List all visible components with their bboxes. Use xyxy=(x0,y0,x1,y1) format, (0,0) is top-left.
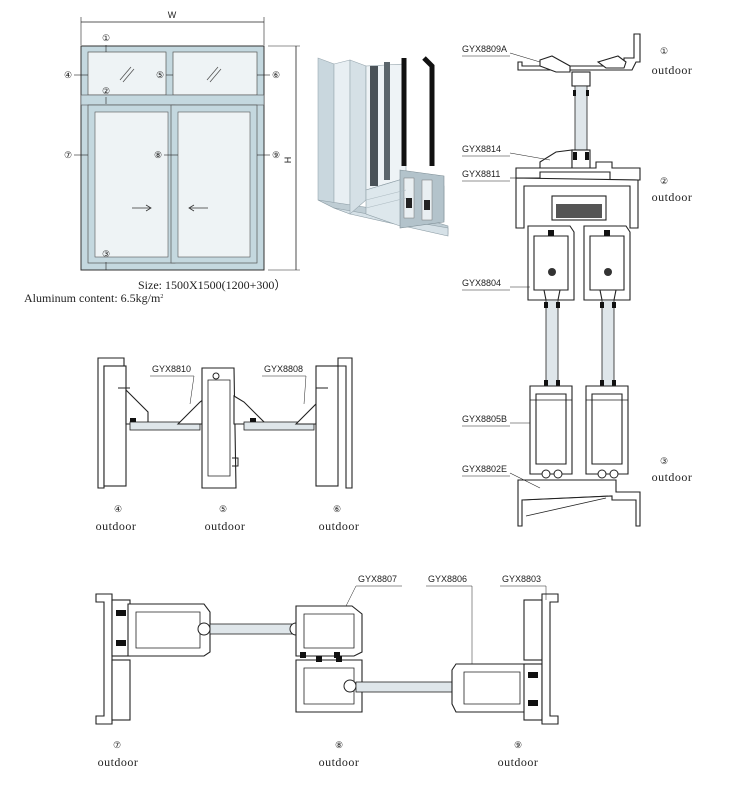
bottom-outdoor-7: outdoor xyxy=(98,755,139,769)
marker-8: ⑧ xyxy=(154,150,162,160)
size-caption: Size: 1500X1500(1200+300） xyxy=(138,278,286,292)
part-gyx8807: GYX8807 xyxy=(358,574,397,584)
part-gyx8810: GYX8810 xyxy=(152,364,191,374)
top-outdoor-4: outdoor xyxy=(96,519,137,533)
top-section-marker-5: ⑤ xyxy=(219,504,227,514)
marker-2: ② xyxy=(102,86,110,96)
height-label: H xyxy=(283,157,293,164)
fanlight-glass-right xyxy=(172,51,258,96)
fanlight-glass-left xyxy=(87,51,167,96)
part-gyx8806: GYX8806 xyxy=(428,574,467,584)
outdoor-label-2: outdoor xyxy=(652,190,693,204)
outdoor-label-3: outdoor xyxy=(652,470,693,484)
horizontal-section-fanlight: GYX8810 GYX8808 ④ outdoor ⑤ outdoor ⑥ ou… xyxy=(96,357,360,533)
part-gyx8811: GYX8811 xyxy=(462,169,500,179)
section-marker-1: ① xyxy=(660,46,668,56)
part-gyx8809a: GYX8809A xyxy=(462,44,507,54)
part-gyx8802e: GYX8802E xyxy=(462,464,507,474)
bottom-section-marker-7: ⑦ xyxy=(113,740,121,750)
marker-5: ⑤ xyxy=(156,70,164,80)
bottom-section-marker-9: ⑨ xyxy=(514,740,522,750)
part-gyx8814: GYX8814 xyxy=(462,144,501,154)
corner-3d-render xyxy=(317,56,449,237)
window-elevation: W H ① ④ xyxy=(24,10,300,305)
marker-4: ④ xyxy=(64,70,72,80)
horizontal-section-sliding: GYX8807 GYX8806 GYX8803 ⑦ outdoor ⑧ outd… xyxy=(95,574,559,769)
width-label: W xyxy=(168,10,177,20)
part-gyx8803: GYX8803 xyxy=(502,574,541,584)
marker-7: ⑦ xyxy=(64,150,72,160)
marker-3: ③ xyxy=(102,249,110,259)
marker-9: ⑨ xyxy=(272,150,280,160)
bottom-outdoor-8: outdoor xyxy=(319,755,360,769)
marker-6: ⑥ xyxy=(272,70,280,80)
part-gyx8804: GYX8804 xyxy=(462,278,501,288)
vertical-section: GYX8809A GYX8814 GYX8811 GYX8804 GYX8805… xyxy=(462,33,693,527)
top-section-marker-6: ⑥ xyxy=(333,504,341,514)
marker-1: ① xyxy=(102,33,110,43)
bottom-outdoor-9: outdoor xyxy=(498,755,539,769)
part-gyx8805b: GYX8805B xyxy=(462,414,507,424)
top-outdoor-5: outdoor xyxy=(205,519,246,533)
section-marker-2: ② xyxy=(660,176,668,186)
bottom-section-marker-8: ⑧ xyxy=(335,740,343,750)
aluminum-caption: Aluminum content: 6.5kg/m2 xyxy=(24,291,163,305)
top-outdoor-6: outdoor xyxy=(319,519,360,533)
outdoor-label-1: outdoor xyxy=(652,63,693,77)
top-section-marker-4: ④ xyxy=(114,504,122,514)
part-gyx8808: GYX8808 xyxy=(264,364,303,374)
section-marker-3: ③ xyxy=(660,456,668,466)
